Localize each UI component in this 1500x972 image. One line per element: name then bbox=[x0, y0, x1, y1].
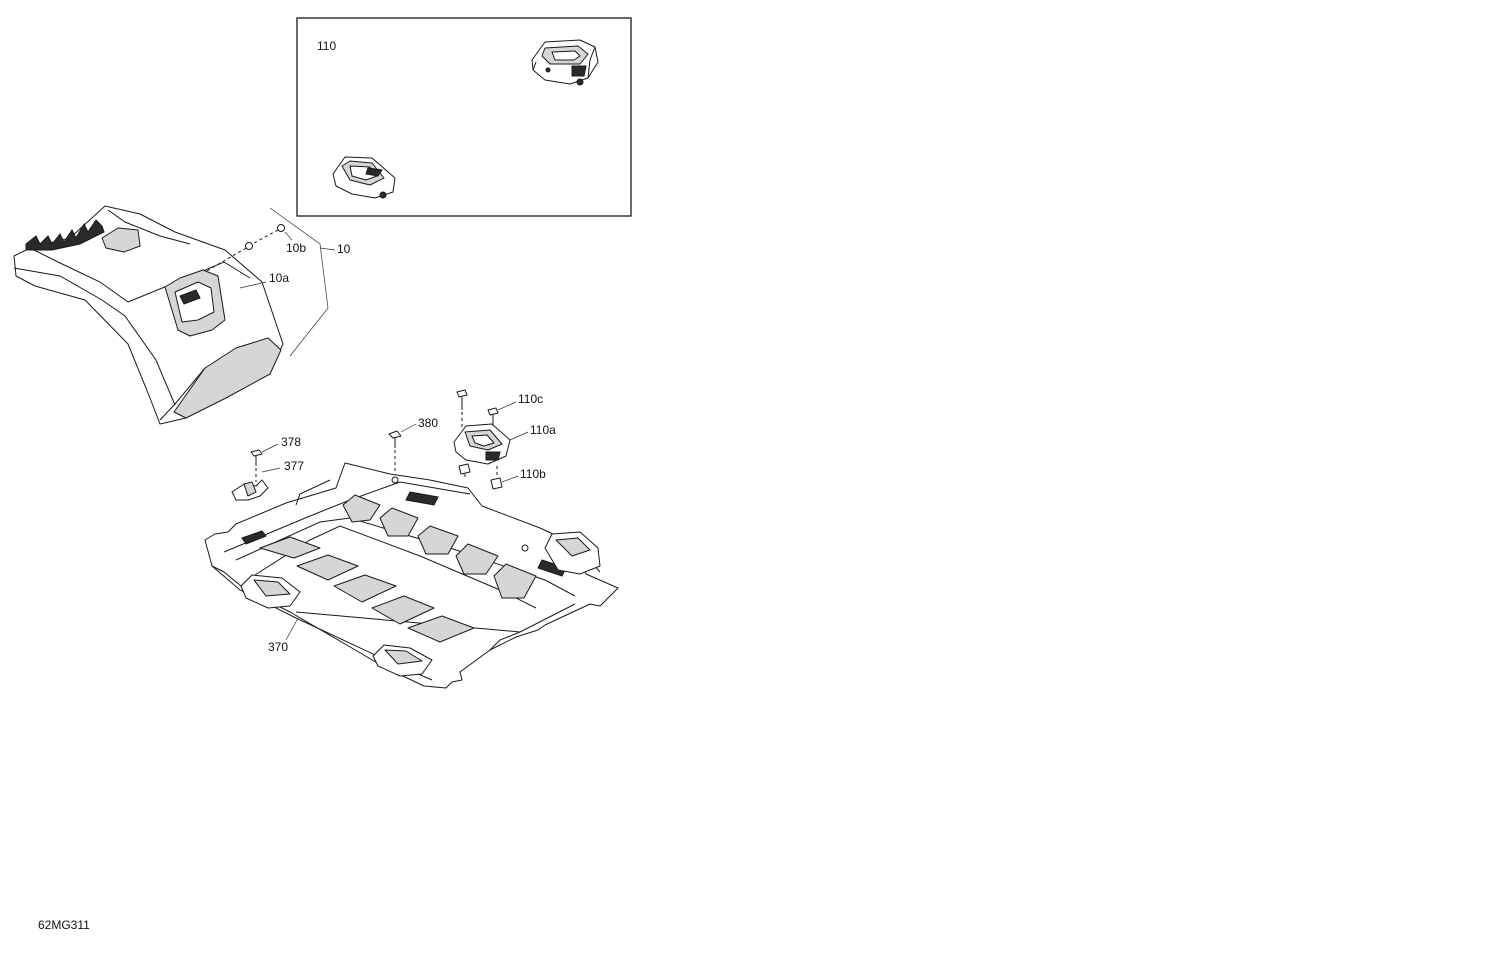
callout-10b: 10b bbox=[286, 241, 307, 255]
callout-10: 10 bbox=[337, 242, 351, 256]
callout-378: 378 bbox=[281, 435, 302, 449]
leader-10a bbox=[239, 281, 267, 289]
callout-110c: 110c bbox=[518, 392, 544, 406]
bolt-378 bbox=[250, 443, 281, 482]
console-panel bbox=[13, 205, 284, 425]
callout-110: 110 bbox=[317, 39, 337, 53]
fastener-10b bbox=[204, 224, 293, 273]
leader-10-tick bbox=[319, 247, 336, 251]
callout-370: 370 bbox=[268, 640, 289, 654]
inset-handle-upper bbox=[531, 39, 599, 86]
handle-110a bbox=[453, 423, 529, 465]
callout-10a: 10a bbox=[269, 271, 290, 285]
leader-10 bbox=[269, 207, 329, 357]
callout-380: 380 bbox=[418, 416, 439, 430]
drawing-code: 62MG311 bbox=[38, 918, 90, 932]
screw-110c bbox=[456, 389, 517, 428]
callout-377: 377 bbox=[284, 459, 305, 473]
leader-370 bbox=[285, 617, 299, 641]
nut-110b bbox=[458, 463, 519, 490]
inset-frame-110 bbox=[296, 17, 632, 217]
bolt-380 bbox=[388, 423, 417, 474]
skid-plate bbox=[204, 462, 619, 689]
clamp-377 bbox=[231, 479, 269, 501]
inset-handle-lower bbox=[332, 156, 396, 199]
callout-110b: 110b bbox=[520, 467, 546, 481]
callout-110a: 110a bbox=[530, 423, 556, 437]
